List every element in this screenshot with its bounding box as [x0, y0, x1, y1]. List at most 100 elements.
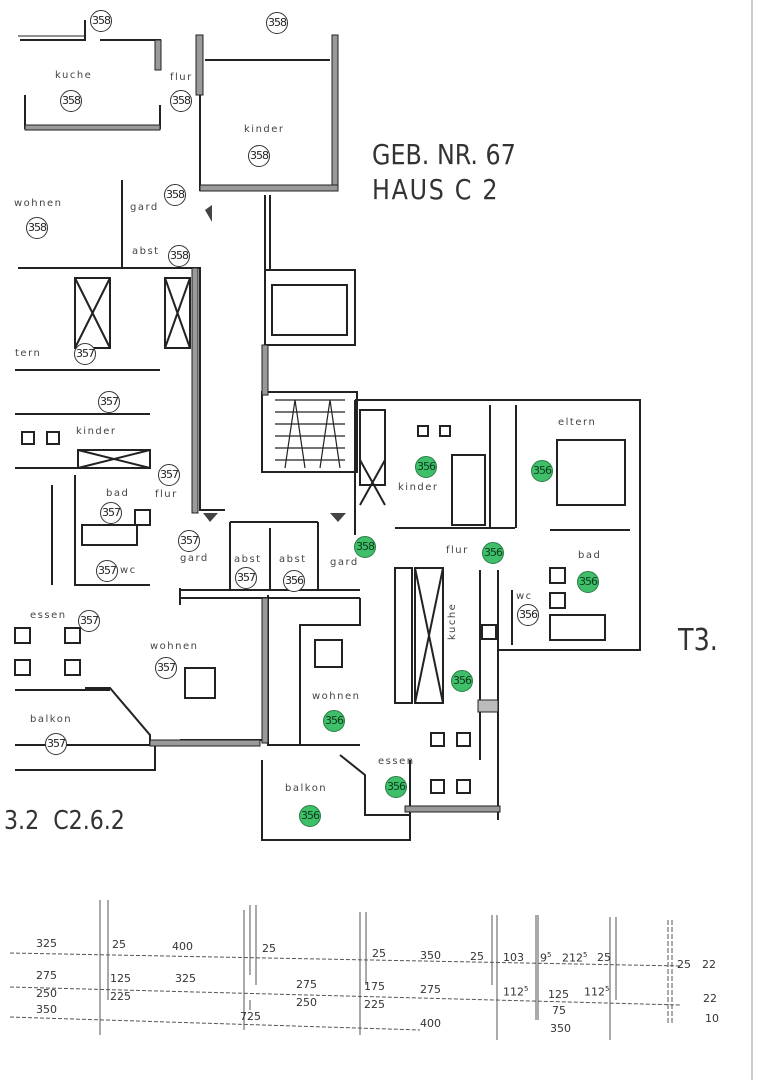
room-number-badge: 358 [354, 536, 376, 558]
room-label: kinder [76, 426, 117, 437]
dimension: 25 [372, 947, 386, 960]
dimension: 25 [597, 951, 611, 964]
dimension-fraction: 5 [583, 951, 588, 959]
unit-codes: 3.2 C2.6.2 [4, 806, 125, 836]
room-label: bad [106, 488, 130, 499]
dimension: 125 [548, 988, 569, 1001]
dimension: 25 [112, 938, 126, 951]
room-label: balkon [30, 714, 73, 725]
dimension: 25 [262, 942, 276, 955]
dimension: 175 [364, 980, 385, 993]
dimension-fraction: 5 [605, 985, 610, 993]
room-number-badge: 358 [164, 184, 186, 206]
room-label: balkon [285, 783, 328, 794]
room-label: abst [279, 554, 307, 565]
dimension: 10 [705, 1012, 719, 1025]
dimension: 225 [110, 990, 131, 1003]
room-label: flur [155, 489, 178, 500]
dimension: 325 [36, 937, 57, 950]
dimension: 350 [420, 949, 441, 962]
room-number-badge: 358 [26, 217, 48, 239]
room-label: eltern [558, 417, 597, 428]
room-number-badge: 357 [96, 560, 118, 582]
dimension: 275 [36, 969, 57, 982]
dimension: 250 [36, 987, 57, 1000]
room-number-badge: 358 [90, 10, 112, 32]
dimension-fraction: 5 [547, 951, 552, 959]
room-label: flur [170, 72, 193, 83]
dimension: 1125 [584, 985, 609, 999]
room-number-badge: 356 [283, 570, 305, 592]
room-label: flur [446, 545, 469, 556]
room-number-badge: 356 [451, 670, 473, 692]
dimension: 275 [420, 983, 441, 996]
room-number-badge: 357 [78, 610, 100, 632]
dimension: 25 [677, 958, 691, 971]
dimension: 22 [702, 958, 716, 971]
room-number-badge: 358 [248, 145, 270, 167]
dimension: 95 [540, 951, 551, 965]
dimension: 350 [36, 1003, 57, 1016]
dimension: 22 [703, 992, 717, 1005]
room-number-badge: 357 [178, 530, 200, 552]
dimension: 125 [110, 972, 131, 985]
room-label: gard [180, 553, 209, 564]
dimension: 275 [296, 978, 317, 991]
room-number-badge: 356 [415, 456, 437, 478]
dimension-fraction: 5 [524, 985, 529, 993]
room-number-badge: 357 [100, 502, 122, 524]
dimension: 103 [503, 951, 524, 964]
dimension: 325 [175, 972, 196, 985]
room-label: essen [378, 756, 415, 767]
room-label: gard [330, 557, 359, 568]
room-number-badge: 356 [323, 710, 345, 732]
room-number-badge: 358 [60, 90, 82, 112]
dimension: 725 [240, 1010, 261, 1023]
room-number-badge: 357 [158, 464, 180, 486]
room-label: abst [234, 554, 262, 565]
room-number-badge: 358 [266, 12, 288, 34]
room-number-badge: 356 [531, 460, 553, 482]
room-label: wc [516, 591, 533, 602]
room-number-badge: 358 [168, 245, 190, 267]
room-number-badge: 356 [517, 604, 539, 626]
room-label: tern [15, 348, 42, 359]
room-label: essen [30, 610, 67, 621]
room-number-badge: 356 [577, 571, 599, 593]
building-house: HAUS C 2 [372, 173, 500, 206]
room-label: wohnen [150, 641, 199, 652]
dimension-value: 212 [562, 951, 583, 965]
room-label: wc [120, 565, 137, 576]
dimension: 75 [552, 1004, 566, 1017]
dimension: 350 [550, 1022, 571, 1035]
room-label: wohnen [312, 691, 361, 702]
dimension: 1125 [503, 985, 528, 999]
room-number-badge: 357 [74, 343, 96, 365]
room-label: wohnen [14, 198, 63, 209]
room-label: kinder [398, 482, 439, 493]
dimension: 250 [296, 996, 317, 1009]
dimension-value: 112 [503, 985, 524, 999]
building-number: GEB. NR. 67 [372, 138, 516, 171]
room-number-badge: 358 [170, 90, 192, 112]
dimension: 25 [470, 950, 484, 963]
room-number-badge: 356 [385, 776, 407, 798]
dimension: 400 [172, 940, 193, 953]
room-label: abst [132, 246, 160, 257]
room-number-badge: 357 [235, 567, 257, 589]
dimension: 400 [420, 1017, 441, 1030]
dimension: 225 [364, 998, 385, 1011]
room-number-badge: 356 [482, 542, 504, 564]
room-label: gard [130, 202, 159, 213]
room-label: bad [578, 550, 602, 561]
dimension: 2125 [562, 951, 587, 965]
room-number-badge: 357 [98, 391, 120, 413]
room-label: kinder [244, 124, 285, 135]
room-label: kuche [55, 70, 93, 81]
room-label: kuche [447, 602, 458, 640]
room-number-badge: 357 [45, 733, 67, 755]
dimension-value: 112 [584, 985, 605, 999]
dimension-value: 9 [540, 951, 547, 965]
room-number-badge: 357 [155, 657, 177, 679]
